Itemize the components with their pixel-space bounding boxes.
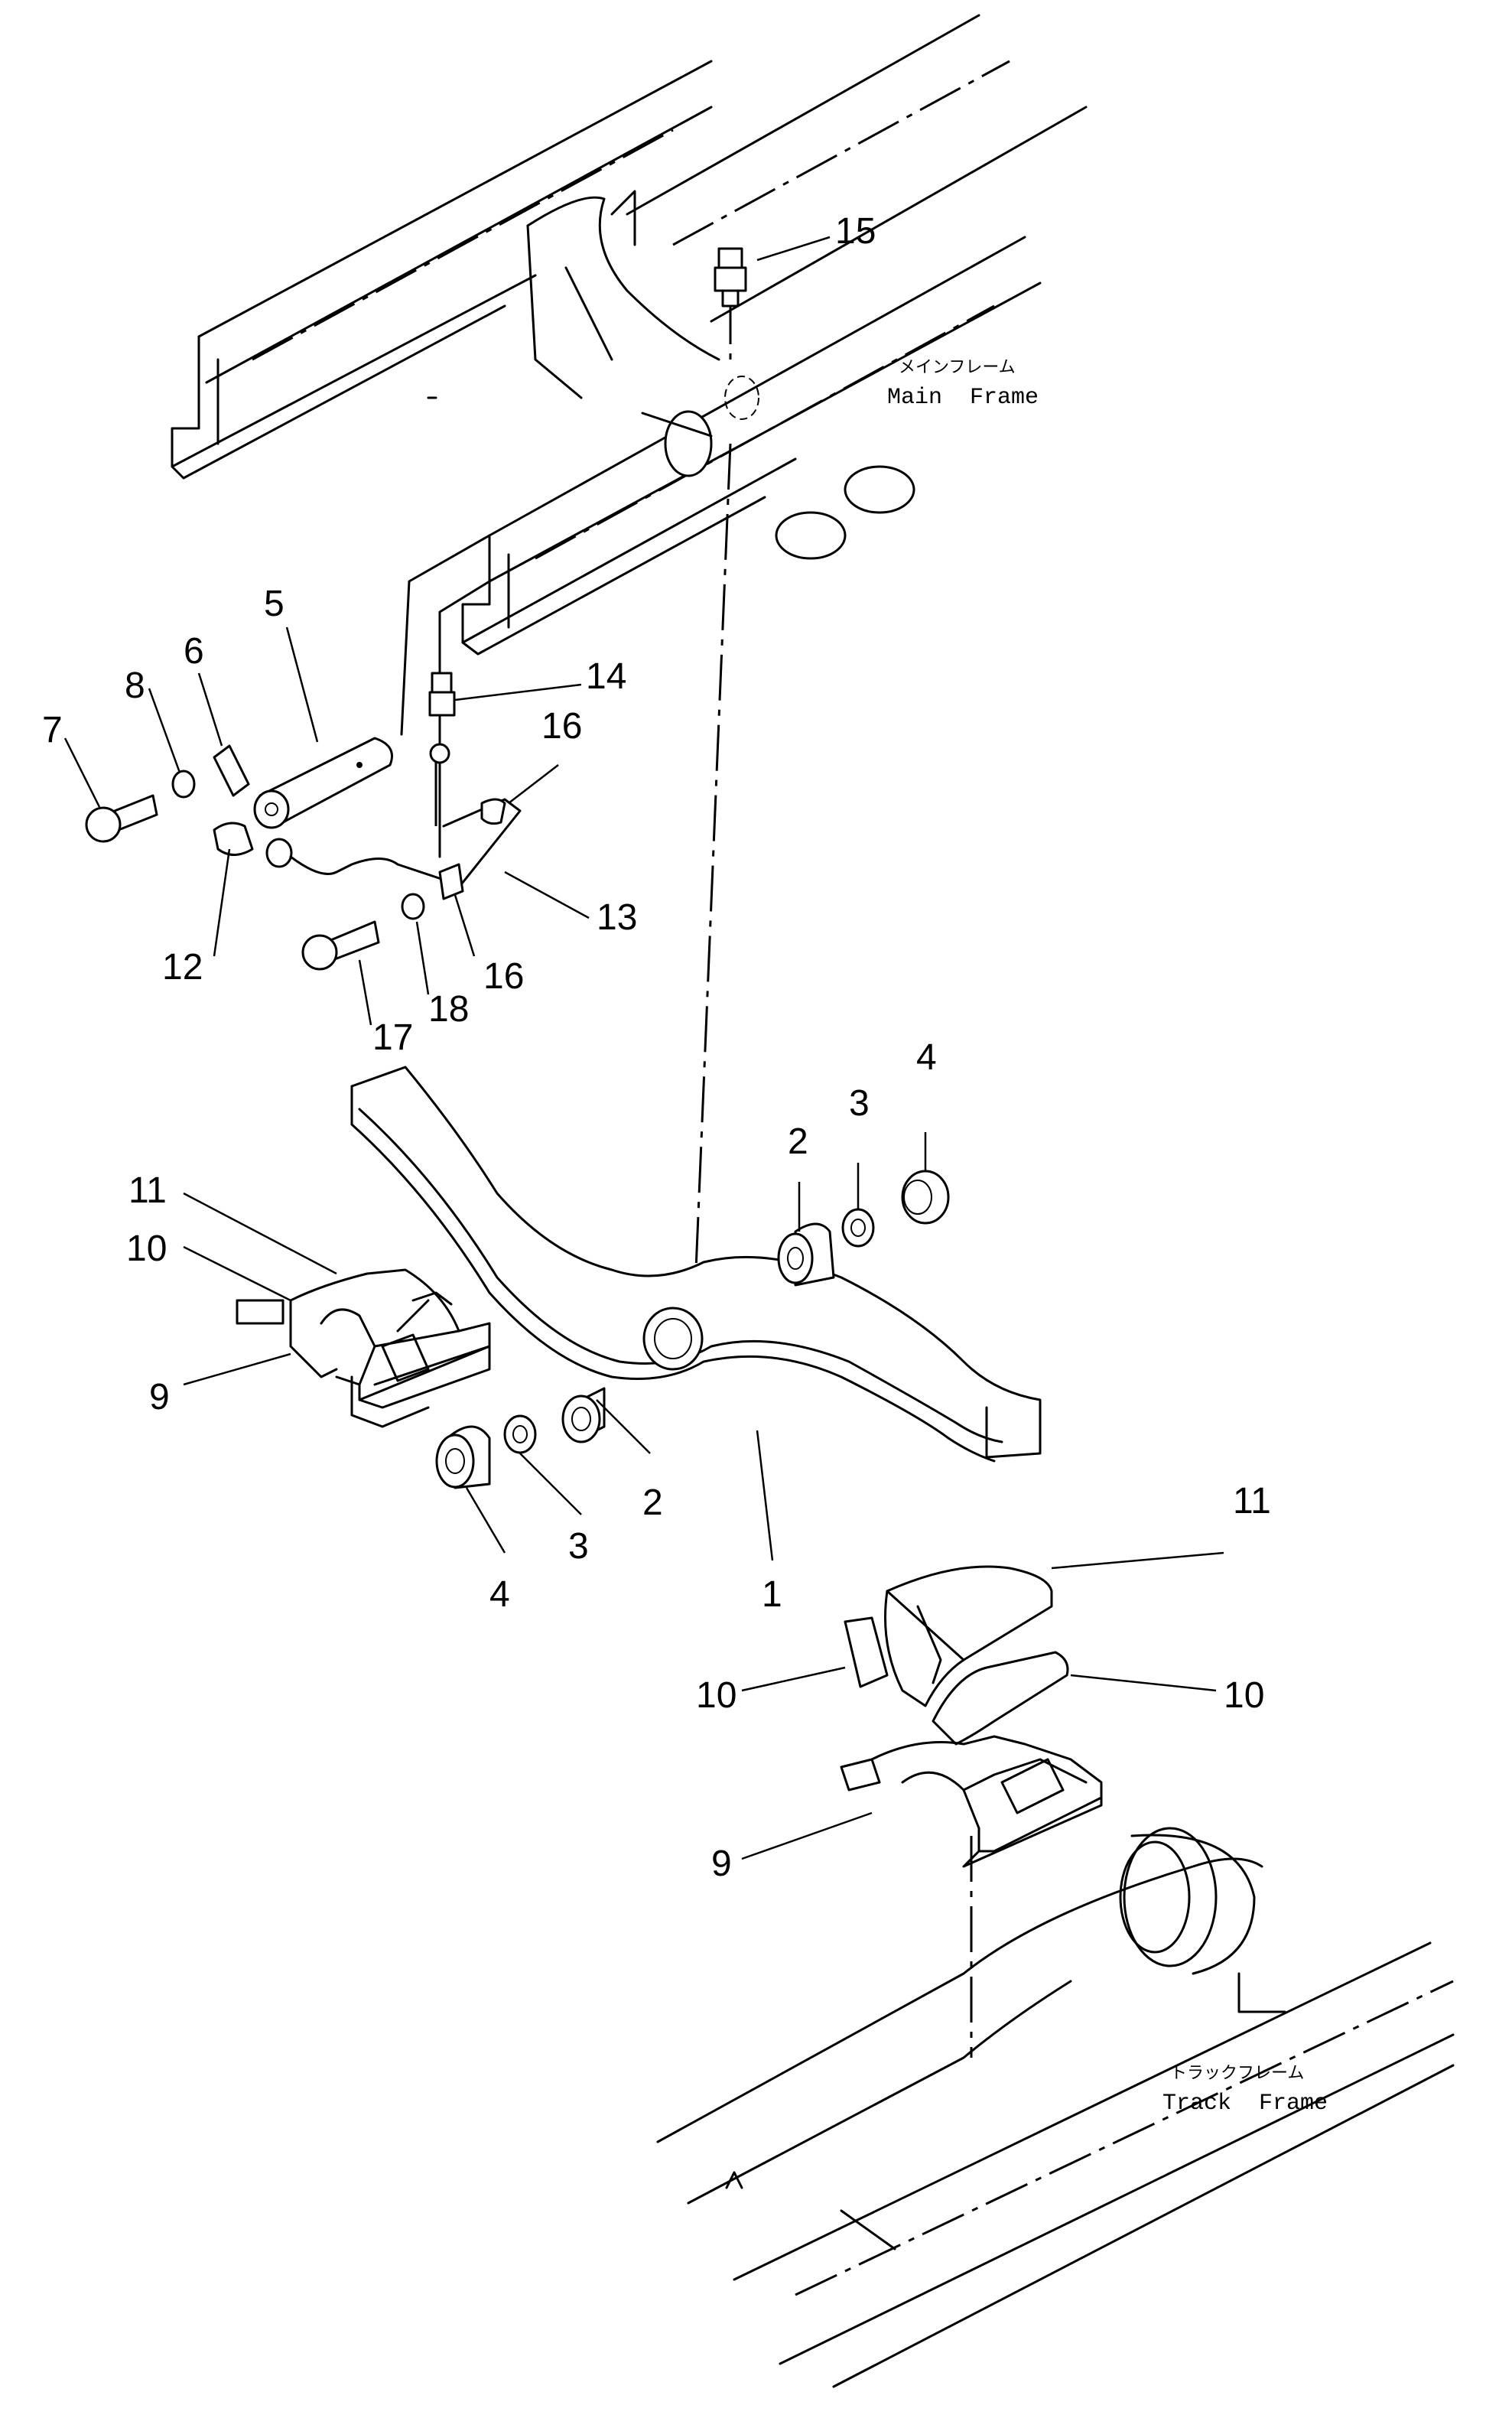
part-3-nut-upper [841, 1208, 875, 1248]
part-4-collar-lower [435, 1425, 491, 1489]
callout-6: 6 [184, 631, 204, 672]
part-2-bushing-upper [777, 1222, 835, 1287]
part-2-washer-lower [561, 1387, 606, 1443]
part-16-clamp [429, 743, 522, 900]
main-frame [171, 14, 1088, 656]
right-pad-assembly [840, 1565, 1103, 1868]
callout-13: 13 [597, 897, 637, 938]
part-4-collar-upper [901, 1170, 950, 1225]
callout-18: 18 [428, 989, 469, 1030]
callout-10-right-b: 10 [1224, 1675, 1264, 1716]
callout-10-left: 10 [126, 1229, 167, 1269]
callout-9-left: 9 [149, 1377, 170, 1417]
left-pad-assembly [236, 1268, 491, 1428]
part-18-washer [401, 893, 425, 920]
callout-16-upper: 16 [541, 706, 582, 747]
callout-12: 12 [162, 947, 203, 988]
leader-lines [63, 236, 1224, 1860]
callout-7: 7 [42, 710, 63, 750]
track-frame-label-en: Track Frame [1162, 2091, 1328, 2117]
part-5-pin [253, 534, 491, 829]
track-frame-label-jp: トラックフレーム [1170, 2064, 1304, 2083]
part-6-plate [213, 744, 250, 797]
callout-2-upper: 2 [788, 1121, 808, 1162]
callout-8: 8 [125, 666, 145, 706]
callout-3-lower: 3 [568, 1526, 589, 1567]
main-frame-label-en: Main Frame [887, 385, 1039, 411]
callout-11-right: 11 [1233, 1481, 1271, 1521]
callout-3-upper: 3 [849, 1083, 870, 1124]
callout-5: 5 [264, 584, 285, 624]
part-3-nut-lower [503, 1414, 537, 1454]
part-12-elbow [213, 822, 254, 856]
callout-16-lower: 16 [483, 956, 524, 997]
callout-2-lower: 2 [642, 1482, 663, 1523]
callout-11-left: 11 [128, 1170, 167, 1211]
axis-main [694, 443, 732, 1271]
callout-4-lower: 4 [489, 1574, 510, 1615]
callout-1: 1 [762, 1574, 782, 1615]
part-14-fitting [428, 672, 456, 717]
callout-17: 17 [372, 1017, 413, 1058]
main-frame-label-jp: メインフレーム [899, 358, 1016, 377]
part-17-bolt [301, 920, 380, 971]
callout-10-right-a: 10 [696, 1675, 736, 1716]
callouts: 15 5 6 8 7 14 16 13 12 16 18 17 2 3 4 11… [42, 211, 1271, 1884]
callout-9-right: 9 [711, 1844, 732, 1884]
track-frame [656, 1827, 1455, 2388]
part-1-equalizer-bar [350, 1066, 1042, 1463]
callout-15: 15 [835, 211, 876, 252]
callout-4-upper: 4 [916, 1037, 937, 1078]
part-13-hose [265, 396, 491, 881]
part-8-washer [171, 770, 196, 799]
part-15-grease-fitting [714, 247, 747, 308]
callout-14: 14 [586, 656, 626, 697]
part-7-bolt [85, 794, 158, 843]
